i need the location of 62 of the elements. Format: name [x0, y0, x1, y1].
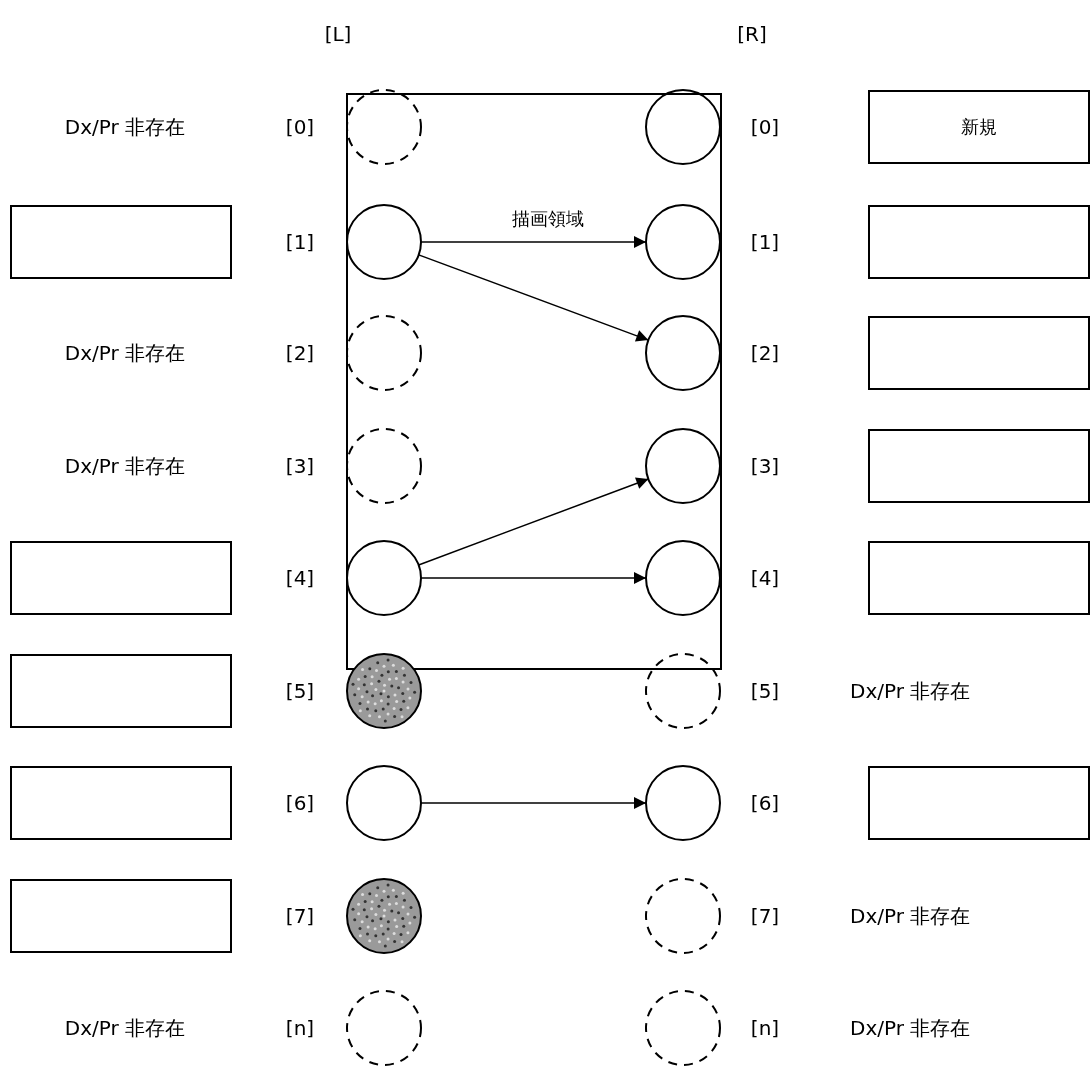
row-index: [5] [750, 679, 780, 703]
dashed-circle [644, 989, 722, 1067]
empty-box [868, 766, 1090, 840]
empty-box [868, 316, 1090, 390]
arrow [417, 254, 650, 342]
arrow [420, 572, 647, 584]
empty-box [868, 541, 1090, 615]
column-header: [L] [324, 22, 352, 46]
empty-box [10, 879, 232, 953]
status-label: Dx/Pr 非存在 [850, 902, 971, 930]
circle [644, 427, 722, 505]
row-index: [7] [285, 904, 315, 928]
dashed-circle [644, 877, 722, 955]
row-index: [1] [750, 230, 780, 254]
status-box: 新規 [868, 90, 1090, 164]
circle [644, 539, 722, 617]
dashed-circle [345, 427, 423, 505]
row-index: [0] [285, 115, 315, 139]
row-index: [n] [285, 1016, 315, 1040]
shaded-circle [345, 652, 423, 730]
arrow [420, 236, 647, 248]
row-index: [0] [750, 115, 780, 139]
row-index: [n] [750, 1016, 780, 1040]
column-header: [R] [737, 22, 767, 46]
dashed-circle [345, 314, 423, 392]
circle [345, 203, 423, 281]
row-index: [6] [285, 791, 315, 815]
row-index: [2] [750, 341, 780, 365]
empty-box [10, 205, 232, 279]
empty-box [10, 654, 232, 728]
circle [644, 764, 722, 842]
circle [644, 314, 722, 392]
circle [345, 764, 423, 842]
area-label: 描画領域 [512, 207, 584, 231]
row-index: [1] [285, 230, 315, 254]
status-label: Dx/Pr 非存在 [64, 339, 186, 367]
circle [644, 88, 722, 166]
row-index: [3] [750, 454, 780, 478]
status-label: Dx/Pr 非存在 [64, 1014, 186, 1042]
row-index: [4] [750, 566, 780, 590]
row-index: [5] [285, 679, 315, 703]
empty-box [10, 766, 232, 840]
empty-box [868, 205, 1090, 279]
row-index: [3] [285, 454, 315, 478]
arrow [417, 477, 650, 566]
row-index: [6] [750, 791, 780, 815]
dashed-circle [345, 88, 423, 166]
empty-box [10, 541, 232, 615]
shaded-circle [345, 877, 423, 955]
empty-box [868, 429, 1090, 503]
status-label: Dx/Pr 非存在 [64, 452, 186, 480]
row-index: [4] [285, 566, 315, 590]
dashed-circle [644, 652, 722, 730]
row-index: [7] [750, 904, 780, 928]
status-label: Dx/Pr 非存在 [850, 677, 971, 705]
circle [345, 539, 423, 617]
arrow [420, 797, 647, 809]
circle [644, 203, 722, 281]
row-index: [2] [285, 341, 315, 365]
status-label: Dx/Pr 非存在 [850, 1014, 971, 1042]
dashed-circle [345, 989, 423, 1067]
status-label: Dx/Pr 非存在 [64, 113, 186, 141]
